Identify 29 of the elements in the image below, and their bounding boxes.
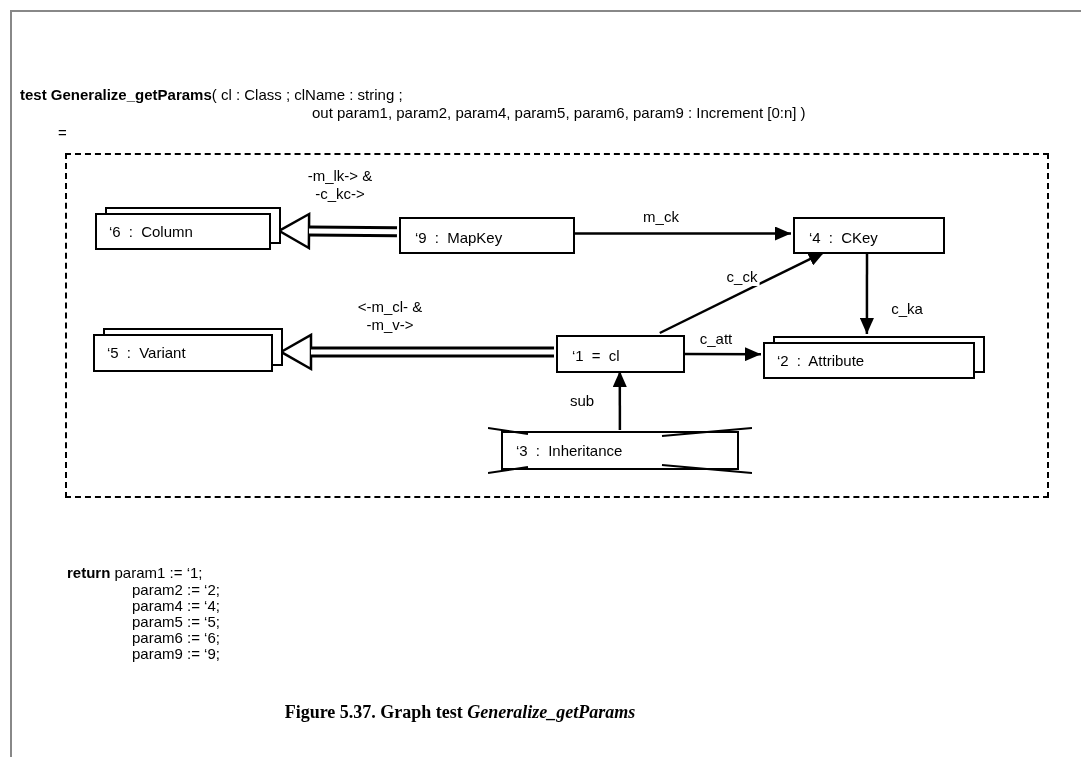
code-line: return param1 := ‘1; <box>67 564 203 582</box>
code-line: param2 := ‘2; <box>132 581 220 599</box>
object-label: ‘1 = cl <box>572 348 620 363</box>
signature-text: test Generalize_getParams( cl : Class ; clName : string ; <box>20 86 403 104</box>
stacked-object-box <box>763 336 985 379</box>
code-line: param5 := ‘5; <box>132 613 220 631</box>
object-box <box>793 217 945 254</box>
negated-object-box <box>488 426 752 475</box>
stacked-object-box <box>95 207 281 250</box>
code-line: param4 := ‘4; <box>132 597 220 615</box>
signature-text: = <box>58 124 67 142</box>
object-label: ‘5 : Variant <box>107 345 186 360</box>
edge-label: c_ck <box>724 268 760 286</box>
object-label: ‘3 : Inheritance <box>516 442 623 458</box>
object-box <box>399 217 575 254</box>
object-box <box>556 335 685 373</box>
object-label: ‘9 : MapKey <box>415 229 503 245</box>
stacked-object-box <box>93 328 283 372</box>
code-line: param6 := ‘6; <box>132 629 220 647</box>
figure-caption: Figure 5.37. Graph test Generalize_getParams <box>284 702 636 723</box>
code-line: param9 := ‘9; <box>132 645 220 663</box>
edge-label: m_ck <box>641 208 681 226</box>
object-label: ‘2 : Attribute <box>777 352 865 368</box>
signature-text: out param1, param2, param4, param5, param6, param9 : Increment [0:n] ) <box>312 104 806 122</box>
object-label: ‘6 : Column <box>109 223 193 239</box>
edge-label: c_ka <box>889 300 925 318</box>
object-label: ‘4 : CKey <box>809 229 878 245</box>
arrow <box>612 371 627 430</box>
arrow <box>859 252 874 334</box>
